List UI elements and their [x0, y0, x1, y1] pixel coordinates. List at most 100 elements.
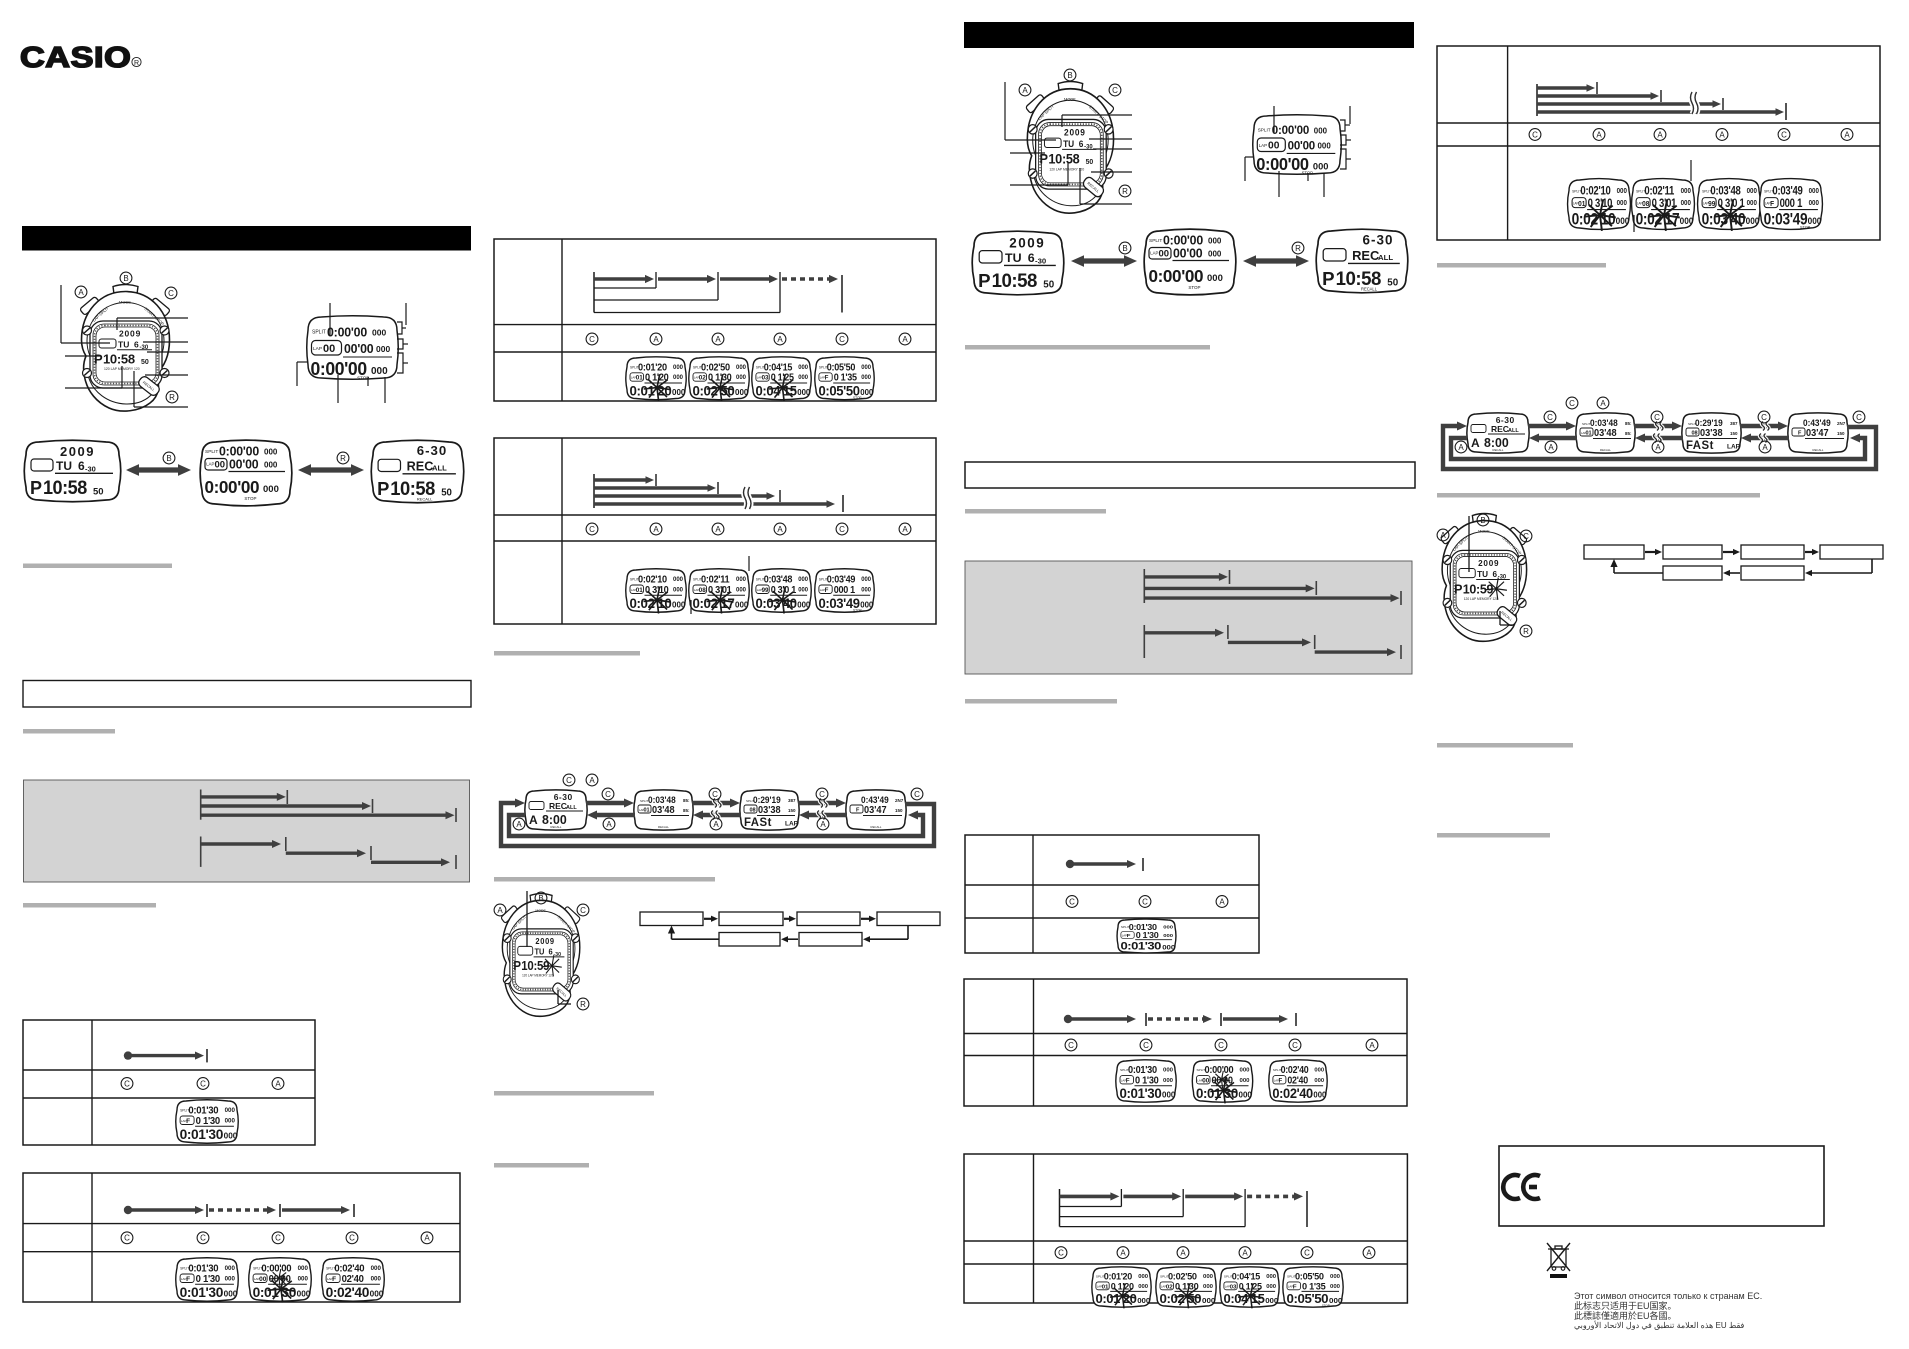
svg-text:A: A [1369, 1041, 1375, 1050]
svg-text:A: A [715, 335, 721, 344]
svg-text:02: 02 [699, 375, 707, 382]
svg-text:8:00: 8:00 [542, 813, 567, 827]
svg-text:-30: -30 [1084, 144, 1093, 150]
svg-text:R: R [134, 60, 139, 67]
svg-text:LAP: LAP [757, 588, 762, 592]
svg-text:150: 150 [1730, 431, 1738, 436]
svg-text:000: 000 [1747, 188, 1758, 195]
svg-text:000: 000 [1240, 1068, 1251, 1074]
svg-text:0:02'10: 0:02'10 [638, 574, 667, 585]
svg-text:000: 000 [371, 366, 388, 377]
svg-text:01: 01 [1102, 1285, 1110, 1291]
svg-text:STOP: STOP [244, 496, 256, 501]
svg-text:SPLIT: SPLIT [1582, 422, 1591, 426]
svg-text:000: 000 [1207, 273, 1223, 284]
svg-text:000: 000 [672, 388, 686, 397]
svg-text:0 3'10: 0 3'10 [645, 585, 669, 596]
svg-text:10:58: 10:58 [43, 477, 87, 499]
svg-text:0 1'30: 0 1'30 [196, 1116, 221, 1127]
svg-text:C: C [1069, 897, 1075, 906]
svg-text:LAP: LAP [1197, 1079, 1203, 1083]
svg-text:000: 000 [797, 388, 811, 397]
svg-text:SPLIT: SPLIT [819, 577, 828, 581]
svg-text:000: 000 [1266, 1284, 1276, 1290]
svg-text:LAP: LAP [631, 376, 637, 380]
svg-text:000: 000 [297, 1290, 311, 1299]
svg-text:0:02'10: 0:02'10 [630, 596, 673, 611]
svg-text:LAP: LAP [1581, 431, 1586, 435]
svg-text:F: F [332, 1276, 336, 1283]
svg-text:000 1: 000 1 [1780, 197, 1803, 210]
svg-text:000: 000 [264, 461, 278, 470]
svg-text:0 1'25: 0 1'25 [771, 372, 794, 383]
svg-text:6-30: 6-30 [554, 792, 573, 802]
svg-text:C: C [1547, 413, 1553, 422]
svg-text:SPLIT: SPLIT [630, 578, 639, 582]
svg-text:000: 000 [1266, 1274, 1276, 1280]
svg-text:C: C [1532, 130, 1538, 139]
svg-text:A: A [424, 1234, 430, 1243]
svg-text:C: C [1569, 399, 1575, 408]
svg-text:000: 000 [1208, 250, 1222, 259]
svg-text:000: 000 [1163, 1068, 1174, 1074]
svg-text:C: C [1781, 130, 1787, 139]
svg-text:50: 50 [1043, 279, 1054, 290]
svg-text:LAP: LAP [639, 808, 644, 812]
svg-text:SPLIT: SPLIT [1287, 1275, 1296, 1279]
svg-text:TU: TU [1005, 251, 1022, 265]
svg-text:A: A [1657, 130, 1663, 139]
svg-text:000: 000 [860, 600, 874, 609]
svg-text:02'40: 02'40 [1287, 1075, 1308, 1085]
svg-text:A: A [777, 525, 783, 534]
svg-text:LAP: LAP [1225, 1285, 1231, 1289]
svg-text:000: 000 [1240, 1078, 1251, 1084]
svg-text:SPLIT: SPLIT [1121, 926, 1130, 930]
svg-text:0:01'30: 0:01'30 [1196, 1086, 1238, 1101]
svg-text:02: 02 [1166, 1285, 1174, 1291]
svg-text:000: 000 [860, 388, 874, 397]
svg-text:000: 000 [1162, 1091, 1176, 1100]
svg-text:-30: -30 [85, 465, 96, 474]
svg-text:0:00'00: 0:00'00 [327, 325, 367, 339]
svg-text:SPLIT: SPLIT [312, 330, 326, 336]
svg-text:000: 000 [736, 375, 747, 381]
svg-text:0 1'30: 0 1'30 [1175, 1281, 1199, 1291]
svg-text:0:02'50: 0:02'50 [1160, 1291, 1202, 1306]
svg-text:000: 000 [735, 388, 749, 397]
svg-text:LAP: LAP [1288, 1285, 1294, 1289]
svg-text:0:29'19: 0:29'19 [1695, 418, 1723, 428]
svg-text:0:00'00: 0:00'00 [1163, 233, 1203, 247]
svg-text:6-30: 6-30 [1362, 232, 1393, 247]
svg-text:2N7: 2N7 [1837, 421, 1846, 426]
svg-text:0 1'25: 0 1'25 [1239, 1281, 1262, 1291]
svg-text:000: 000 [225, 1107, 236, 1114]
svg-text:LAP: LAP [785, 821, 799, 828]
svg-text:RECALL: RECALL [871, 825, 882, 829]
svg-text:0:01'30: 0:01'30 [188, 1105, 219, 1116]
svg-text:LAP: LAP [1573, 201, 1579, 205]
svg-text:0:02'40: 0:02'40 [1272, 1086, 1312, 1101]
svg-text:A: A [820, 820, 826, 829]
svg-text:00'00: 00'00 [1288, 138, 1316, 152]
svg-text:10:59: 10:59 [521, 959, 549, 974]
svg-text:000: 000 [797, 600, 811, 609]
svg-text:SPLIT: SPLIT [693, 365, 702, 369]
svg-text:00'00: 00'00 [344, 342, 374, 356]
svg-text:000: 000 [861, 577, 872, 583]
svg-text:000: 000 [1265, 1296, 1278, 1305]
svg-text:CASIO: CASIO [20, 40, 131, 73]
svg-text:LAP: LAP [313, 346, 322, 352]
svg-text:A: A [275, 1079, 281, 1088]
svg-text:F: F [1293, 1285, 1297, 1291]
svg-text:6: 6 [134, 340, 139, 350]
svg-text:RECALL: RECALL [1813, 448, 1824, 452]
svg-text:0:03'48: 0:03'48 [1590, 418, 1618, 428]
svg-text:000: 000 [673, 577, 684, 583]
svg-text:000: 000 [1809, 188, 1820, 195]
svg-text:0:01'30: 0:01'30 [180, 1126, 224, 1142]
svg-text:SPLIT: SPLIT [180, 1109, 189, 1113]
svg-text:F: F [856, 808, 860, 814]
svg-text:TU: TU [118, 340, 129, 350]
svg-text:LAP: LAP [1097, 1285, 1103, 1289]
svg-text:C: C [1112, 86, 1118, 95]
